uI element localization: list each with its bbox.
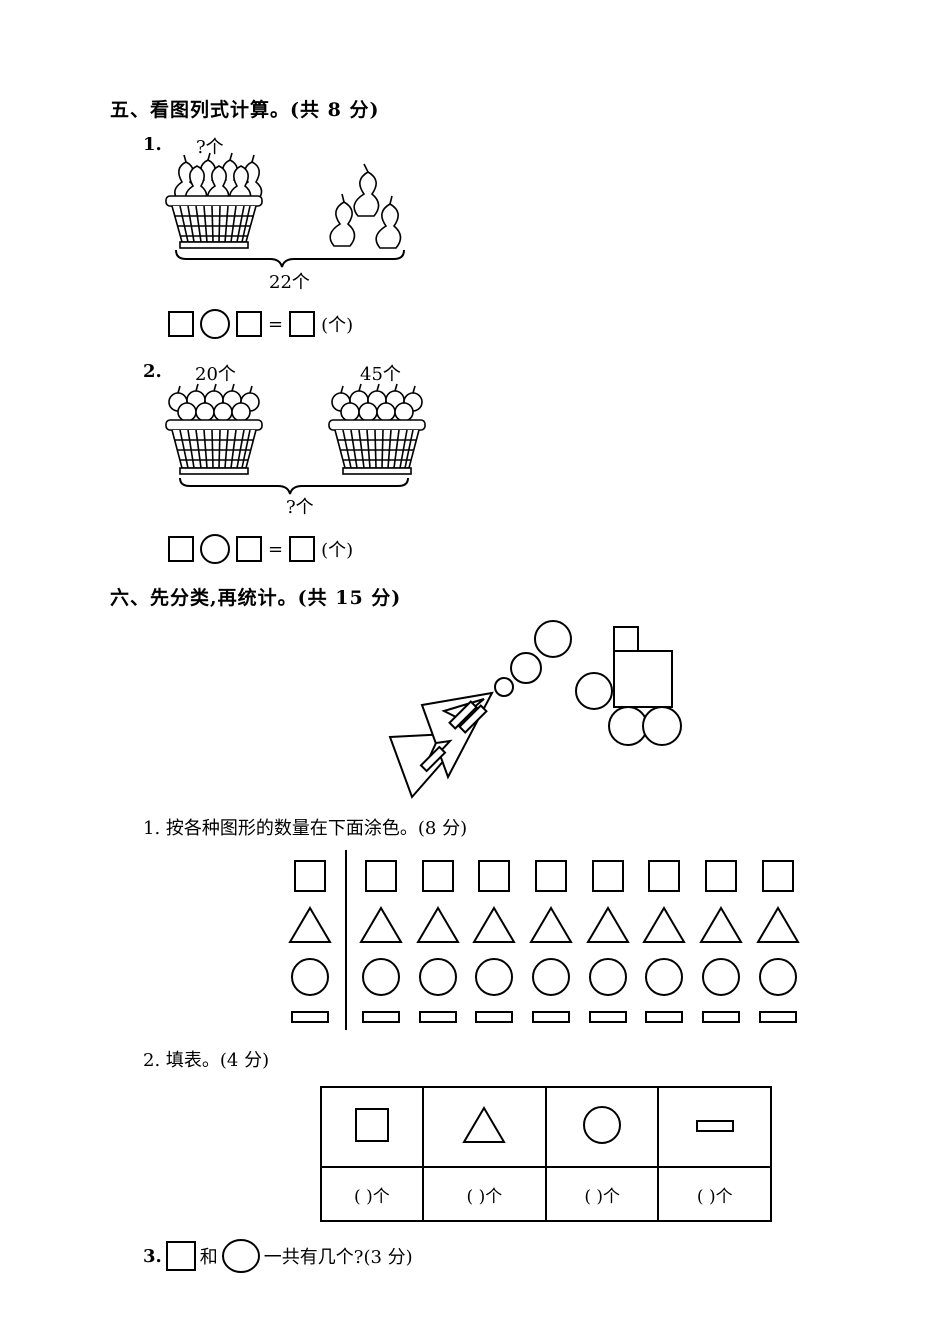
q1-equation: = (个) xyxy=(168,309,353,339)
q2-brace xyxy=(179,477,409,495)
circle-row xyxy=(362,958,797,996)
circle-icon xyxy=(221,1239,260,1273)
loose-pears xyxy=(329,163,402,249)
s6-q3-number: 3. xyxy=(143,1245,162,1267)
section5-title: 五、看图列式计算。(共 8 分) xyxy=(110,99,380,121)
q2-right-label: 45个 xyxy=(360,364,401,385)
q2-operator-circle[interactable] xyxy=(200,534,230,564)
shapes-picture xyxy=(388,620,682,799)
square-row xyxy=(365,860,794,892)
q1-result-box[interactable] xyxy=(289,311,316,337)
square-icon xyxy=(354,1108,389,1142)
q2-illustration xyxy=(165,383,426,495)
square-shape xyxy=(613,650,673,708)
square-shape xyxy=(613,626,639,652)
q1-unit: (个) xyxy=(321,315,354,336)
circle-count-blank[interactable]: ( )个 xyxy=(544,1166,660,1222)
s6-q3-text: 一共有几个?(3 分) xyxy=(263,1247,413,1268)
rectangle-shape xyxy=(458,704,488,734)
q1-brace xyxy=(175,249,405,268)
legend-square-icon xyxy=(294,860,326,892)
legend-circle-icon xyxy=(291,958,329,996)
square-icon xyxy=(165,1241,196,1271)
s6-q3-and: 和 xyxy=(199,1247,218,1268)
triangle-row xyxy=(360,907,799,943)
circle-shape xyxy=(494,677,514,697)
q1-total-label: 22个 xyxy=(269,272,310,293)
s6-q3-line: 3. 和 一共有几个?(3 分) xyxy=(143,1238,413,1274)
q2-result-box[interactable] xyxy=(289,536,316,562)
q2-answer-box-1[interactable] xyxy=(168,536,194,562)
q1-illustration xyxy=(165,152,405,268)
triangle-count-blank[interactable]: ( )个 xyxy=(421,1166,547,1222)
q1-number: 1. xyxy=(143,134,162,155)
count-table: ( )个 ( )个 ( )个 ( )个 xyxy=(320,1086,772,1222)
s6-q1-text: 1. 按各种图形的数量在下面涂色。(8 分) xyxy=(143,818,468,839)
s6-q2-text: 2. 填表。(4 分) xyxy=(143,1050,270,1071)
table-rectangle-cell xyxy=(657,1086,772,1168)
circle-shape xyxy=(642,706,682,746)
q2-unit: (个) xyxy=(321,540,354,561)
q1-unknown-label: ?个 xyxy=(196,137,224,158)
q1-equals-sign: = xyxy=(268,313,284,335)
q1-answer-box-1[interactable] xyxy=(168,311,194,337)
q2-equation: = (个) xyxy=(168,534,353,564)
circle-shape xyxy=(608,706,648,746)
rectangle-shape xyxy=(419,745,447,773)
circle-shape xyxy=(510,652,542,684)
q1-answer-box-2[interactable] xyxy=(236,311,262,337)
square-count-blank[interactable]: ( )个 xyxy=(320,1166,424,1222)
table-square-cell xyxy=(320,1086,424,1168)
basket-icon xyxy=(165,152,263,249)
pear-icon xyxy=(174,159,263,205)
rectangle-shape xyxy=(448,700,478,730)
q2-answer-box-2[interactable] xyxy=(236,536,262,562)
q2-number: 2. xyxy=(143,361,162,382)
circle-shape xyxy=(534,620,572,658)
triangle-icon xyxy=(462,1106,507,1143)
table-triangle-cell xyxy=(421,1086,547,1168)
rectangle-row xyxy=(362,1011,797,1023)
apple-basket-right-icon xyxy=(328,383,426,475)
rectangle-icon xyxy=(695,1119,734,1132)
q2-left-label: 20个 xyxy=(195,364,236,385)
legend-rectangle-icon xyxy=(291,1011,329,1023)
circle-shape xyxy=(575,672,613,710)
coloring-grid xyxy=(289,850,799,1030)
legend-triangle-icon xyxy=(289,907,331,943)
rectangle-count-blank[interactable]: ( )个 xyxy=(657,1166,772,1222)
table-circle-cell xyxy=(544,1086,660,1168)
q1-operator-circle[interactable] xyxy=(200,309,230,339)
q2-total-label: ?个 xyxy=(286,497,314,518)
apple-basket-left-icon xyxy=(165,383,263,475)
section6-title: 六、先分类,再统计。(共 15 分) xyxy=(110,587,402,609)
circle-icon xyxy=(583,1106,622,1144)
q2-equals-sign: = xyxy=(268,538,284,560)
